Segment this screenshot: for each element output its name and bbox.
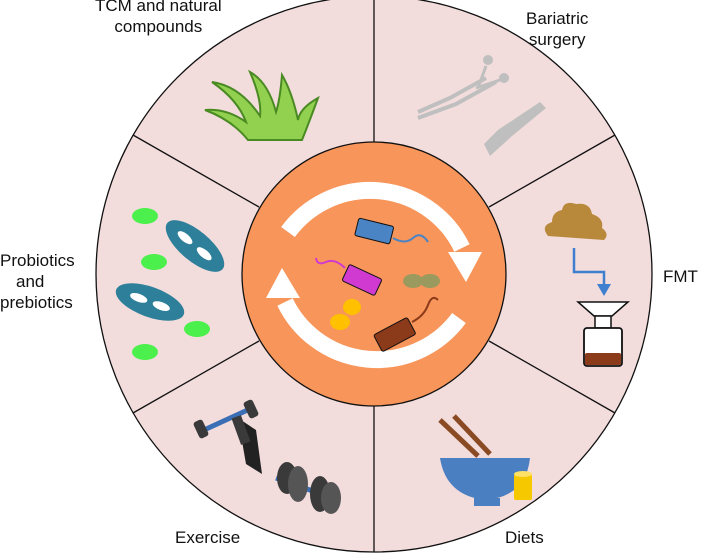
bariatric-label-line1: Bariatric	[526, 9, 589, 28]
probiotics-label: Probiotics and prebiotics	[0, 250, 75, 313]
fmt-label: FMT	[663, 267, 698, 286]
probiotics-label-line2: and	[16, 272, 45, 291]
dumbbell-icon	[193, 399, 341, 514]
bariatric-label: Bariatric surgery	[526, 8, 588, 50]
fecal-transplant-icon	[544, 202, 630, 367]
plant-icon	[204, 69, 320, 141]
microbiota-cycle-icon	[266, 181, 482, 369]
diets-label: Diets	[505, 528, 544, 547]
probiotics-label-line1: Probiotics	[0, 251, 75, 270]
tcm-label-line1: TCM and natural	[95, 0, 222, 15]
tcm-label-line2: compounds	[114, 17, 203, 36]
exercise-label: Exercise	[175, 528, 241, 547]
probiotic-bacteria-icon	[115, 208, 225, 360]
surgical-tools-icon	[417, 55, 546, 156]
segment-dividers	[132, 0, 616, 552]
tcm-label: TCM and natural compounds	[95, 0, 222, 37]
bariatric-label-line2: surgery	[528, 30, 586, 49]
probiotics-label-line3: prebiotics	[0, 293, 73, 312]
bacteria-cluster-icon	[315, 217, 440, 352]
food-bowl-icon	[438, 414, 532, 506]
